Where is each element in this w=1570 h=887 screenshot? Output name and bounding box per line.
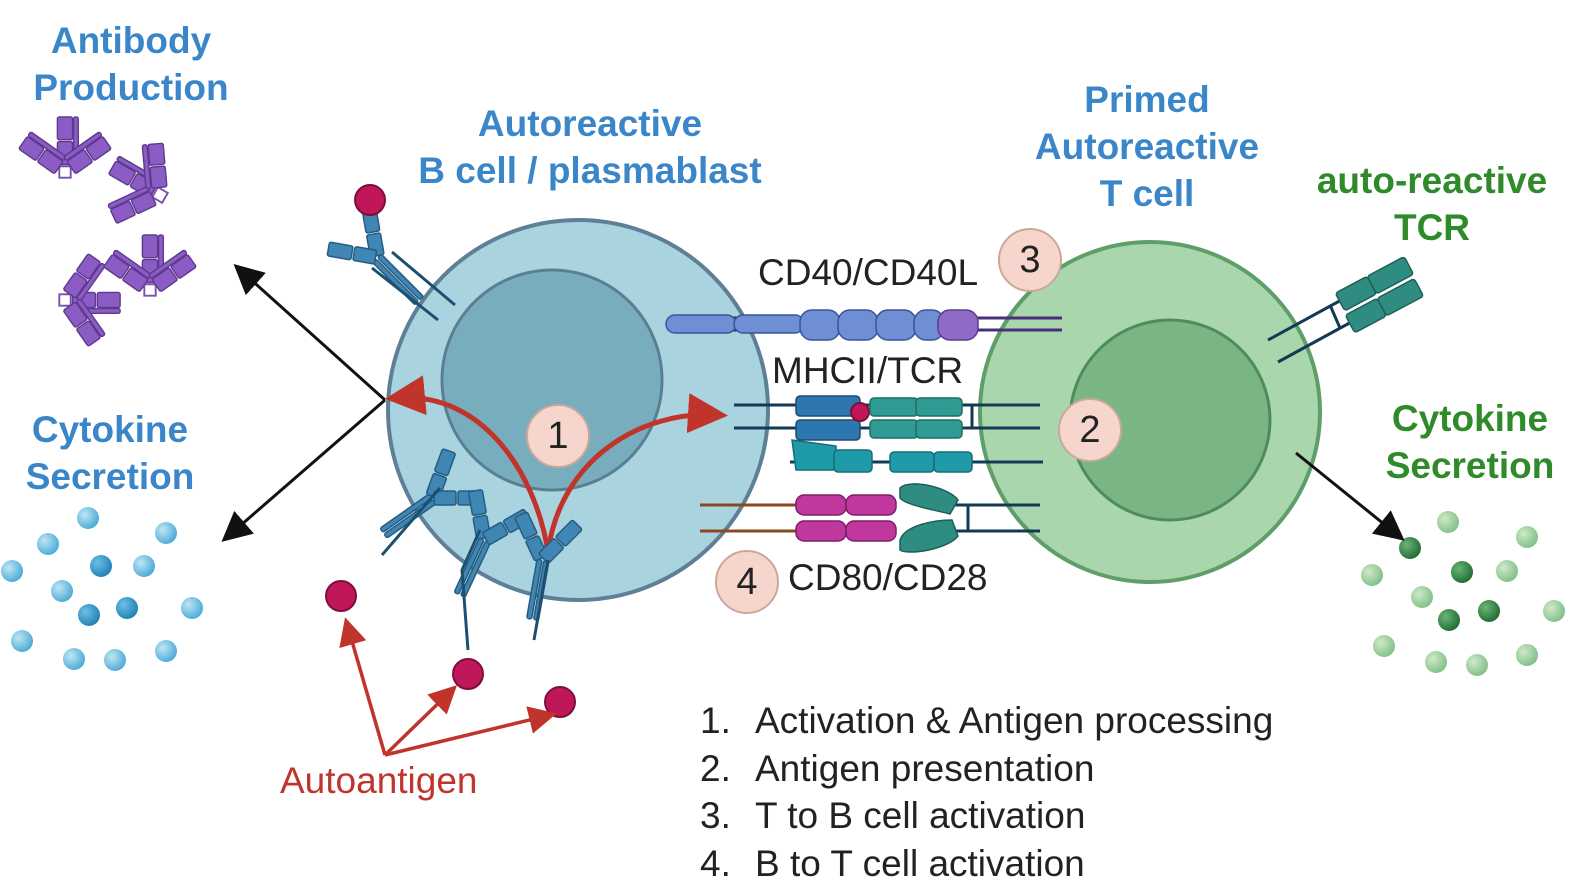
cytokine-dot	[1, 560, 23, 582]
steps-legend: 1.Activation & Antigen processing 2.Anti…	[700, 697, 1273, 887]
b-cell-label: Autoreactive B cell / plasmablast	[395, 100, 785, 194]
cytokine-dot	[1373, 635, 1395, 657]
cytokines-right	[1361, 511, 1565, 676]
step-badge-4: 4	[715, 550, 779, 614]
tcr-label: auto-reactive TCR	[1300, 157, 1564, 251]
mhcii-label: MHCII/TCR	[772, 350, 963, 392]
cytokine-dot	[78, 604, 100, 626]
cytokine-dot	[1437, 511, 1459, 533]
cd80-label: CD80/CD28	[788, 557, 987, 599]
cytokine-dot	[11, 630, 33, 652]
autoantigen-dot	[326, 581, 356, 611]
cytokine-dot	[1516, 526, 1538, 548]
autoantigen-dot	[453, 659, 483, 689]
cytokine-dot	[1361, 564, 1383, 586]
cytokine-dot	[1516, 644, 1538, 666]
legend-item: 1.Activation & Antigen processing	[700, 697, 1273, 745]
cytokines-left	[1, 507, 203, 671]
b-cell	[388, 220, 768, 600]
cytokine-dot	[1425, 651, 1447, 673]
cytokine-dot	[1438, 609, 1460, 631]
cytokine-dot	[90, 555, 112, 577]
antibody-production-label: Antibody Production	[20, 17, 242, 111]
antibody	[104, 235, 197, 296]
legend-item: 4.B to T cell activation	[700, 840, 1273, 887]
t-cell-label: Primed Autoreactive T cell	[1022, 76, 1272, 217]
cytokine-dot	[1496, 560, 1518, 582]
cd80-cd28-complex	[700, 484, 1040, 552]
cytokine-dot	[37, 533, 59, 555]
step-badge-3: 3	[998, 228, 1062, 292]
antibody-group	[19, 117, 197, 346]
cytokine-dot	[133, 555, 155, 577]
cytokine-dot	[181, 597, 203, 619]
cytokine-secretion-right-label: Cytokine Secretion	[1372, 395, 1568, 489]
step-badge-1: 1	[526, 404, 590, 468]
cytokine-dot	[63, 648, 85, 670]
cd40-label: CD40/CD40L	[758, 252, 978, 294]
cytokine-dot	[1399, 537, 1421, 559]
autoantigen-dot	[545, 687, 575, 717]
cytokine-dot	[1543, 600, 1565, 622]
antibody	[19, 117, 112, 178]
cytokine-dot	[155, 640, 177, 662]
cytokine-dot	[77, 507, 99, 529]
cytokine-dot	[1411, 586, 1433, 608]
cytokine-dot	[1451, 561, 1473, 583]
cytokine-secretion-left-label: Cytokine Secretion	[10, 406, 210, 500]
cytokine-dot	[1466, 654, 1488, 676]
autoantigen-pointers	[347, 624, 550, 755]
autoantigen-dot	[355, 185, 385, 215]
legend-item: 2.Antigen presentation	[700, 745, 1273, 793]
autoantigen-label: Autoantigen	[280, 760, 478, 802]
cytokine-dot	[104, 649, 126, 671]
legend-item: 3.T to B cell activation	[700, 792, 1273, 840]
cytokine-dot	[155, 522, 177, 544]
cytokine-dot	[1478, 600, 1500, 622]
step-badge-2: 2	[1058, 398, 1122, 462]
cytokine-dot	[51, 580, 73, 602]
cytokine-dot	[116, 597, 138, 619]
